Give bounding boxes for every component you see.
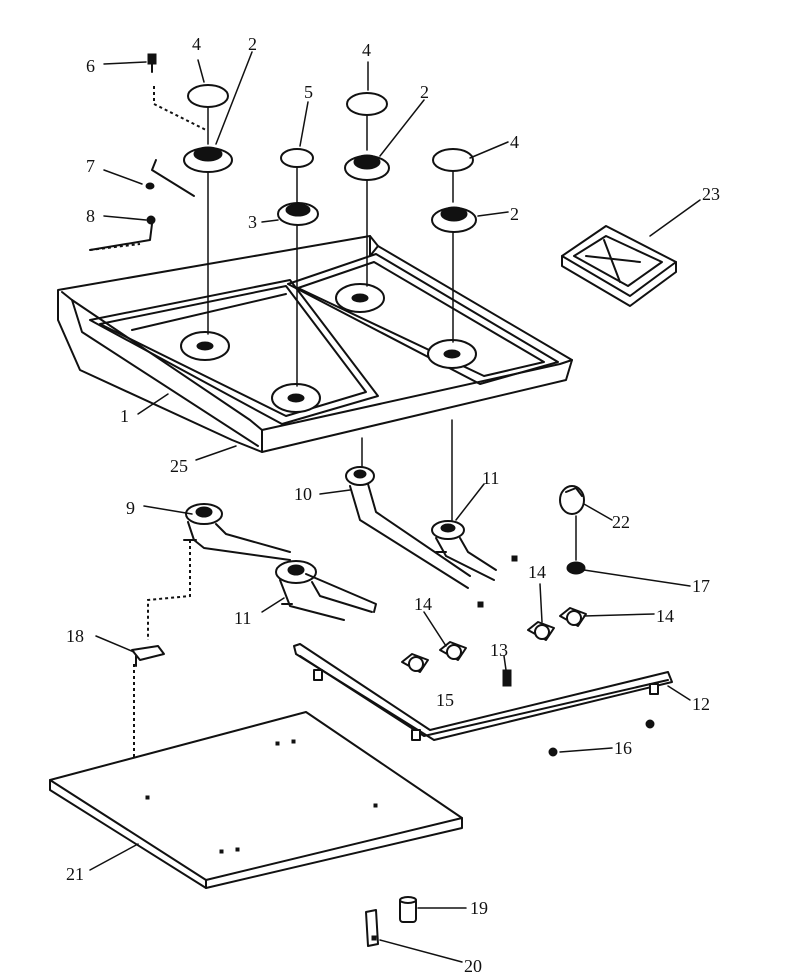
- callout-18: 18: [66, 626, 84, 646]
- cooktop-top: [57, 235, 573, 453]
- callout-labels: 1 2 2 2 3 4 4 4 5 6 7 8 9 10 11 11 12 13…: [66, 34, 720, 976]
- callout-17: 17: [692, 576, 710, 596]
- callout-2-mid: 2: [420, 82, 429, 102]
- small-parts: [477, 485, 655, 757]
- callout-7: 7: [86, 156, 95, 176]
- callout-2-left: 2: [248, 34, 257, 54]
- callout-10: 10: [294, 484, 312, 504]
- callout-14-right: 14: [656, 606, 674, 626]
- mounting-bracket: [131, 540, 191, 800]
- callout-9: 9: [126, 498, 135, 518]
- callout-2-right: 2: [510, 204, 519, 224]
- burner-heads: [183, 146, 477, 233]
- callout-14-left: 14: [414, 594, 432, 614]
- callout-1: 1: [120, 406, 129, 426]
- burner-caps: [187, 84, 474, 172]
- callout-12: 12: [692, 694, 710, 714]
- leader-lines: [89, 51, 701, 963]
- burner-tubes: [183, 466, 497, 621]
- callout-11-left: 11: [234, 608, 251, 628]
- alignment-lines: [207, 107, 454, 521]
- callout-16: 16: [614, 738, 632, 758]
- callout-13: 13: [490, 640, 508, 660]
- callout-5: 5: [304, 82, 313, 102]
- callout-11-right: 11: [482, 468, 499, 488]
- bottom-small-parts: [365, 896, 417, 947]
- callout-3: 3: [248, 212, 257, 232]
- callout-14-top: 14: [528, 562, 546, 582]
- callout-23: 23: [702, 184, 720, 204]
- callout-22: 22: [612, 512, 630, 532]
- burner-grate: [561, 225, 677, 307]
- gas-manifold: [293, 643, 673, 741]
- callout-15: 15: [436, 690, 454, 710]
- callout-6: 6: [86, 56, 95, 76]
- callout-20: 20: [464, 956, 482, 976]
- callout-4-mid: 4: [362, 40, 371, 60]
- bottom-panel: [49, 711, 463, 889]
- callout-21: 21: [66, 864, 84, 884]
- callout-25: 25: [170, 456, 188, 476]
- callout-8: 8: [86, 206, 95, 226]
- callout-4-left: 4: [192, 34, 201, 54]
- callout-4-right: 4: [510, 132, 519, 152]
- callout-19: 19: [470, 898, 488, 918]
- screw-hardware: [89, 53, 207, 251]
